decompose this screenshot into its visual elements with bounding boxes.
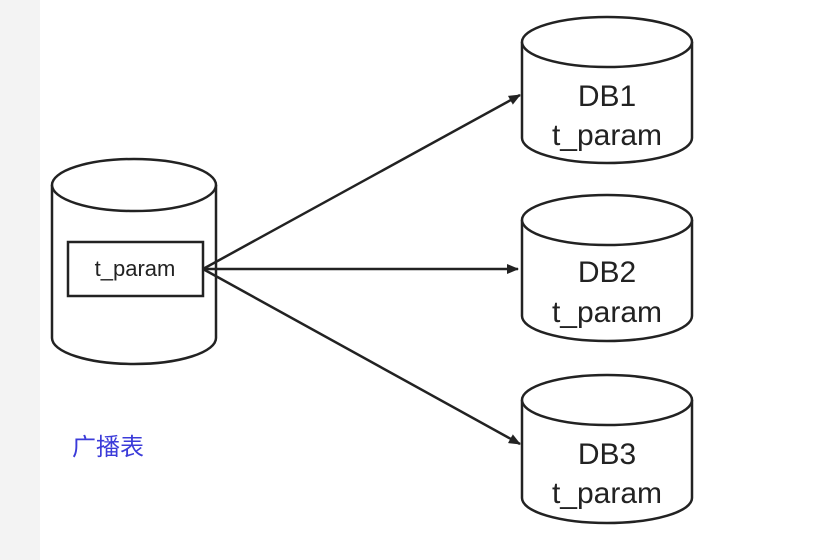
arrow-to-db1 [202,93,521,271]
broadcast-table-caption: 广播表 [72,433,144,461]
db2-table: t_param [552,296,662,329]
db1-top [520,15,694,69]
db2-body [520,220,694,343]
db1-name: DB1 [578,80,636,113]
source-db-top [50,157,218,213]
target-database-db3: DB3 t_param [520,373,694,525]
db1-body [520,42,694,165]
db1-table: t_param [552,119,662,152]
source-table-label: t_param [95,256,176,281]
left-edge-strip [0,0,40,560]
source-table-box [66,240,205,298]
target-database-db2: DB2 t_param [520,193,694,343]
source-database: t_param [50,157,218,366]
db3-name: DB3 [578,438,636,471]
db3-body [520,400,694,525]
target-database-db1: DB1 t_param [520,15,694,165]
db3-top [520,373,694,427]
db2-top [520,193,694,247]
db3-table: t_param [552,477,662,510]
arrow-to-db3 [202,267,521,446]
db2-name: DB2 [578,256,636,289]
